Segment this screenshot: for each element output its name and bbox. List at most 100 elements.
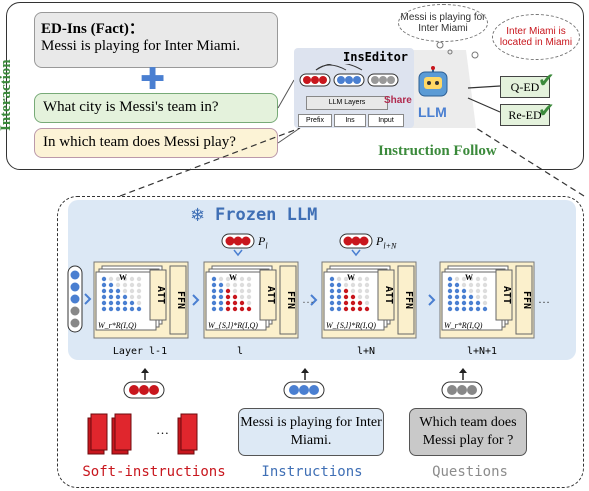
attention-dot <box>218 294 224 300</box>
attention-dot <box>129 294 135 300</box>
attention-dot <box>454 294 460 300</box>
attention-dot <box>461 282 467 288</box>
reweight-formula: W_r*R(I,Q) <box>444 321 483 330</box>
ffn-box <box>279 265 297 335</box>
soft-instruction-icons <box>87 413 198 455</box>
att-label: ATT <box>155 286 166 304</box>
inseditor-title: InsEditor <box>343 50 409 64</box>
attention-dot <box>218 300 224 306</box>
check-icon: ✔ <box>538 98 555 122</box>
input-box: Input <box>368 114 404 127</box>
attention-dot <box>129 276 135 282</box>
attention-dot <box>343 306 349 312</box>
attention-dot <box>343 288 349 294</box>
attention-dot <box>364 288 370 294</box>
fact-title: ED-Ins (Fact)： <box>41 21 144 37</box>
instr-token-pill <box>283 368 325 399</box>
attention-dot <box>475 294 481 300</box>
flow-arrow <box>428 294 436 306</box>
attention-dot <box>246 306 252 312</box>
attention-dot <box>108 306 114 312</box>
attention-dot <box>350 276 356 282</box>
attention-dot <box>468 282 474 288</box>
attention-dot <box>336 276 342 282</box>
prompt-pill-l <box>221 233 255 257</box>
attention-dot <box>447 300 453 306</box>
attention-dot <box>136 294 142 300</box>
attention-dot <box>447 282 453 288</box>
attention-dot <box>350 294 356 300</box>
attention-dot <box>115 288 121 294</box>
attention-dot <box>482 276 488 282</box>
layer-label-l-1: Layer l-1 <box>112 346 168 357</box>
attention-dot <box>461 288 467 294</box>
attention-dot <box>482 306 488 312</box>
ffn-label: FFN <box>521 291 532 309</box>
w-label: W <box>347 273 355 282</box>
attention-dot <box>336 288 342 294</box>
attention-dot <box>101 306 107 312</box>
attention-dot <box>329 294 335 300</box>
attention-dot <box>122 300 128 306</box>
attention-dot <box>343 276 349 282</box>
attention-dot <box>336 306 342 312</box>
attention-dot <box>468 288 474 294</box>
attention-dot <box>482 288 488 294</box>
attention-dot <box>232 276 238 282</box>
prompt-pill-ln <box>339 233 373 257</box>
attention-dot <box>461 294 467 300</box>
attention-dot <box>108 294 114 300</box>
attention-dot <box>136 276 142 282</box>
attention-dot <box>129 306 135 312</box>
attention-dot <box>108 282 114 288</box>
attention-dot <box>454 282 460 288</box>
attention-dot <box>461 306 467 312</box>
flow-arrow <box>192 294 200 306</box>
attention-dot <box>232 300 238 306</box>
attention-dot <box>225 300 231 306</box>
ffn-box <box>515 265 533 335</box>
attention-dot <box>129 288 135 294</box>
attention-dot <box>218 282 224 288</box>
attention-dot <box>350 306 356 312</box>
att-page <box>95 271 157 331</box>
ins-box: Ins <box>334 114 366 127</box>
flow-arrow <box>310 294 318 306</box>
fact-text: Messi is playing for Inter Miami. <box>41 38 241 54</box>
att-label: ATT <box>501 286 512 304</box>
prefix-box: Prefix <box>298 114 332 127</box>
attention-dot <box>447 306 453 312</box>
attention-dot <box>232 288 238 294</box>
reweight-formula: W_{S,l}*R(I,Q) <box>326 321 376 330</box>
question-token-pill <box>441 368 483 399</box>
attention-dot <box>122 288 128 294</box>
fact-box: ED-Ins (Fact)： Messi is playing for Inte… <box>34 12 278 68</box>
attention-dot <box>336 294 342 300</box>
attention-dot <box>225 294 231 300</box>
ffn-box <box>397 265 415 335</box>
attention-dot <box>239 288 245 294</box>
attention-dot <box>246 282 252 288</box>
attention-dot <box>475 306 481 312</box>
soft-ellipsis: … <box>156 422 169 437</box>
attention-dot <box>343 294 349 300</box>
attention-dot <box>136 288 142 294</box>
robot-icon <box>418 66 448 97</box>
attention-dot <box>329 306 335 312</box>
plus-icon: ✚ <box>140 62 166 97</box>
instructions-box: Messi is playing for Inter Miami. <box>238 408 384 456</box>
attention-dot <box>329 276 335 282</box>
attention-dot <box>454 288 460 294</box>
check-icon: ✔ <box>538 68 555 92</box>
attention-dot <box>329 288 335 294</box>
attention-dot <box>461 276 467 282</box>
attention-dot <box>101 276 107 282</box>
attention-dot <box>232 306 238 312</box>
attention-dot <box>246 288 252 294</box>
attention-dot <box>350 288 356 294</box>
frozen-llm-title: Frozen LLM <box>215 205 318 225</box>
ffn-label: FFN <box>175 291 186 309</box>
attention-dot <box>211 282 217 288</box>
w-label: W <box>229 273 237 282</box>
